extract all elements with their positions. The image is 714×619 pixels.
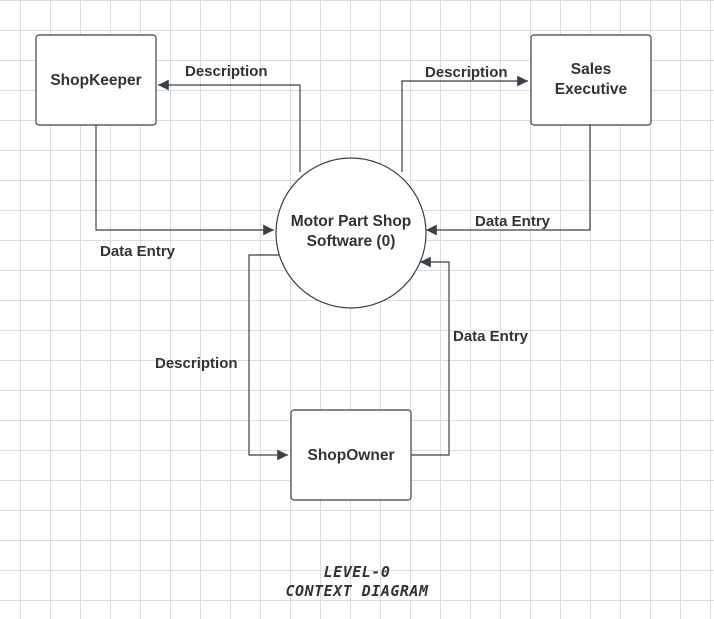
sales-executive-label-line2: Executive <box>555 81 628 98</box>
edge-label-description-shopkeeper: Description <box>185 63 268 80</box>
sales-executive-entity <box>530 34 652 126</box>
diagram-title-level: LEVEL-0 <box>323 563 391 581</box>
shopkeeper-entity <box>35 34 157 126</box>
motor-part-shop-process <box>275 157 427 309</box>
edge-process-to-shopkeeper <box>158 79 301 172</box>
sales-executive-label-line1: Sales <box>571 61 612 78</box>
edge-label-data-entry-shopkeeper: Data Entry <box>100 243 176 260</box>
edge-label-data-entry-sales-executive: Data Entry <box>475 213 551 230</box>
edge-shopowner-to-process <box>411 256 450 456</box>
edge-process-to-sales-executive <box>401 75 528 172</box>
edge-label-data-entry-shopowner: Data Entry <box>453 328 529 345</box>
edge-sales-executive-to-process <box>426 125 591 236</box>
process-label-line2: Software (0) <box>307 233 396 250</box>
edge-label-description-shopowner: Description <box>155 355 238 372</box>
edge-label-description-sales-executive: Description <box>425 64 508 81</box>
shopowner-label: ShopOwner <box>308 447 395 464</box>
diagram-title-context: CONTEXT DIAGRAM <box>285 582 429 600</box>
edge-shopkeeper-to-process <box>95 125 274 236</box>
process-label-line1: Motor Part Shop <box>291 213 412 230</box>
shopkeeper-label: ShopKeeper <box>50 72 141 89</box>
shopowner-entity <box>290 409 412 501</box>
edge-process-to-shopowner <box>248 254 288 461</box>
